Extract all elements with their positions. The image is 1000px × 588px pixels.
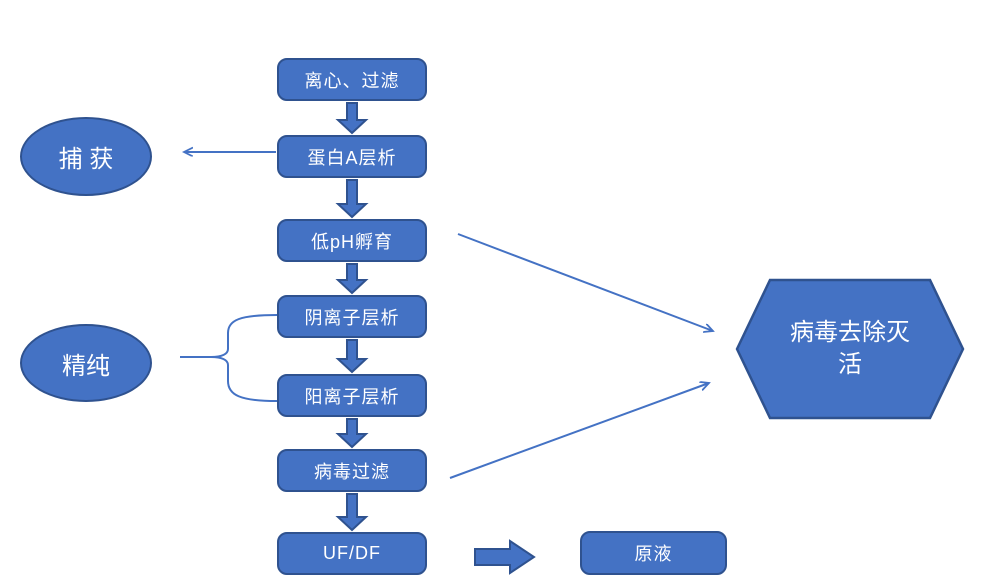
- low-ph-to-virus-arrow: [457, 233, 713, 331]
- process-box-label: 低pH孵育: [310, 231, 393, 252]
- process-box-label: UF/DF: [323, 543, 381, 563]
- stage-ellipse-label: 捕 获: [58, 146, 114, 173]
- process-box-low-ph-incubation[interactable]: 低pH孵育: [277, 219, 427, 262]
- process-box-protein-a-chromatography[interactable]: 蛋白A层析: [277, 135, 427, 178]
- process-box-uf-df[interactable]: UF/DF: [277, 532, 427, 575]
- flow-down-arrow-icon: [335, 418, 369, 449]
- flow-down-arrow-icon: [335, 179, 369, 219]
- flow-down-arrow-icon: [335, 493, 369, 532]
- hexagon-label: 病毒去除灭活: [790, 318, 910, 378]
- polishing-brace: [210, 314, 278, 402]
- stage-ellipse-polishing[interactable]: 精纯: [20, 324, 152, 402]
- process-box-virus-filtration[interactable]: 病毒过滤: [277, 449, 427, 492]
- flow-down-arrow-icon: [335, 339, 369, 374]
- process-box-label: 阴离子层析: [304, 307, 400, 328]
- output-box-label: 原液: [634, 544, 673, 564]
- process-box-label: 离心、过滤: [304, 70, 400, 91]
- virus-filtration-to-virus-arrow: [449, 383, 709, 479]
- flow-down-arrow-icon: [335, 263, 369, 295]
- process-box-anion-exchange[interactable]: 阴离子层析: [277, 295, 427, 338]
- process-box-label: 蛋白A层析: [307, 147, 397, 168]
- process-box-centrifugation-filtration[interactable]: 离心、过滤: [277, 58, 427, 101]
- process-box-label: 阳离子层析: [304, 386, 400, 407]
- hexagon-virus-removal-inactivation[interactable]: 病毒去除灭活: [735, 278, 965, 420]
- output-box-bulk-solution[interactable]: 原液: [580, 531, 727, 575]
- process-box-cation-exchange[interactable]: 阳离子层析: [277, 374, 427, 417]
- process-box-label: 病毒过滤: [314, 461, 390, 482]
- flow-down-arrow-icon: [335, 102, 369, 135]
- stage-ellipse-label: 精纯: [62, 352, 110, 380]
- hexagon-shape: [735, 278, 965, 420]
- flow-right-arrow-icon: [474, 539, 536, 575]
- stage-ellipse-capture[interactable]: 捕 获: [20, 117, 152, 196]
